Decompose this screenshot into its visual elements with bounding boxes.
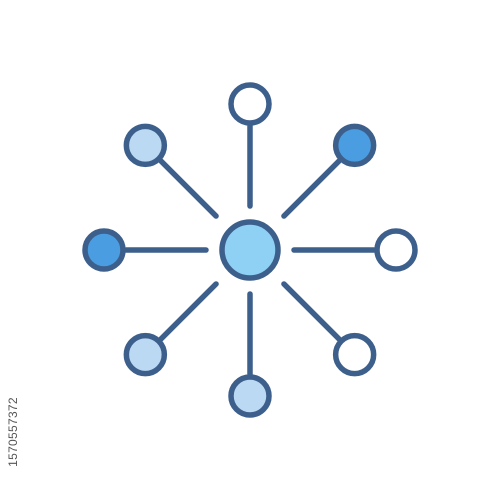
stock-id-label: 1570557372 — [5, 397, 20, 467]
node-right — [374, 228, 418, 272]
spoke-top-right — [281, 158, 342, 219]
spoke-bottom-left — [158, 281, 219, 342]
node-top — [228, 82, 272, 126]
spoke-bottom-right — [281, 281, 342, 342]
node-top-right — [332, 123, 377, 168]
nodes — [82, 82, 418, 418]
node-left — [82, 228, 126, 272]
node-top-left — [123, 123, 168, 168]
spokes — [123, 123, 377, 377]
node-bottom-left — [123, 332, 168, 377]
spoke-top-left — [158, 158, 219, 219]
hub-node — [219, 219, 281, 281]
node-bottom — [228, 374, 272, 418]
node-bottom-right — [332, 332, 377, 377]
